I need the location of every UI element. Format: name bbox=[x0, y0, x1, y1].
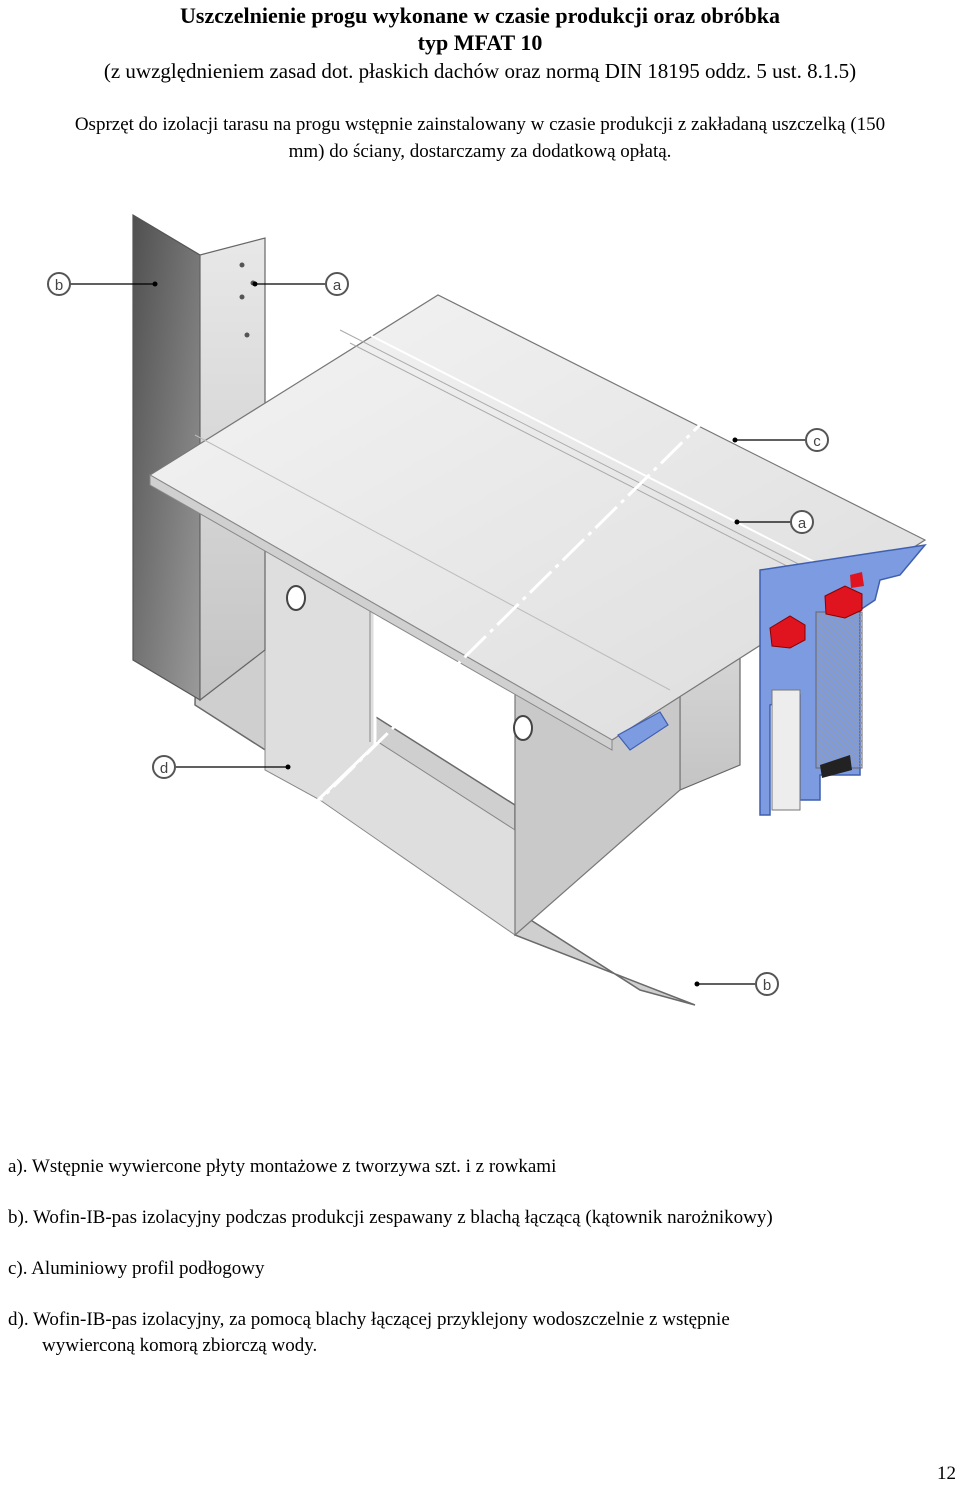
callout-lines bbox=[70, 283, 805, 985]
svg-text:c: c bbox=[813, 433, 821, 450]
intro-line-1: Osprzęt do izolacji tarasu na progu wstę… bbox=[74, 114, 886, 135]
document-title: Uszczelnienie progu wykonane w czasie pr… bbox=[180, 3, 780, 28]
intro-line-2: mm) do ściany, dostarczamy za dodatkową … bbox=[288, 141, 672, 162]
callout-d: d bbox=[152, 755, 176, 779]
callout-c: c bbox=[805, 428, 829, 452]
svg-text:a: a bbox=[333, 277, 342, 294]
profile-cross-section bbox=[617, 543, 927, 816]
callout-a-right: a bbox=[790, 510, 814, 534]
callout-b-top: b bbox=[47, 272, 71, 296]
threshold-seal-illustration: b a c a d b bbox=[47, 213, 927, 1006]
document-subtitle: (z uwzględnieniem zasad dot. płaskich da… bbox=[103, 59, 857, 83]
page-number: 12 bbox=[937, 1463, 956, 1484]
callout-a-top: a bbox=[325, 272, 349, 296]
svg-text:d: d bbox=[160, 760, 168, 777]
legend-item-a: a). Wstępnie wywiercone płyty montażowe … bbox=[8, 1156, 557, 1177]
document-title-type: typ MFAT 10 bbox=[417, 30, 543, 55]
svg-text:b: b bbox=[763, 977, 771, 994]
legend-item-d-continued: wywierconą komorą zbiorczą wody. bbox=[42, 1335, 318, 1356]
legend-item-c: c). Aluminiowy profil podłogowy bbox=[8, 1258, 265, 1279]
water-chamber-hole bbox=[286, 585, 306, 611]
callout-dots bbox=[152, 281, 740, 987]
svg-text:b: b bbox=[55, 277, 63, 294]
callout-b-bottom: b bbox=[755, 972, 779, 996]
svg-text:a: a bbox=[798, 515, 807, 532]
legend-item-b: b). Wofin-IB-pas izolacyjny podczas prod… bbox=[8, 1207, 773, 1228]
legend-item-d: d). Wofin-IB-pas izolacyjny, za pomocą b… bbox=[8, 1309, 730, 1330]
aluminium-floor-profile bbox=[148, 294, 927, 802]
water-chamber-hole bbox=[513, 715, 533, 741]
corner-angle-sheet-left bbox=[132, 213, 266, 702]
